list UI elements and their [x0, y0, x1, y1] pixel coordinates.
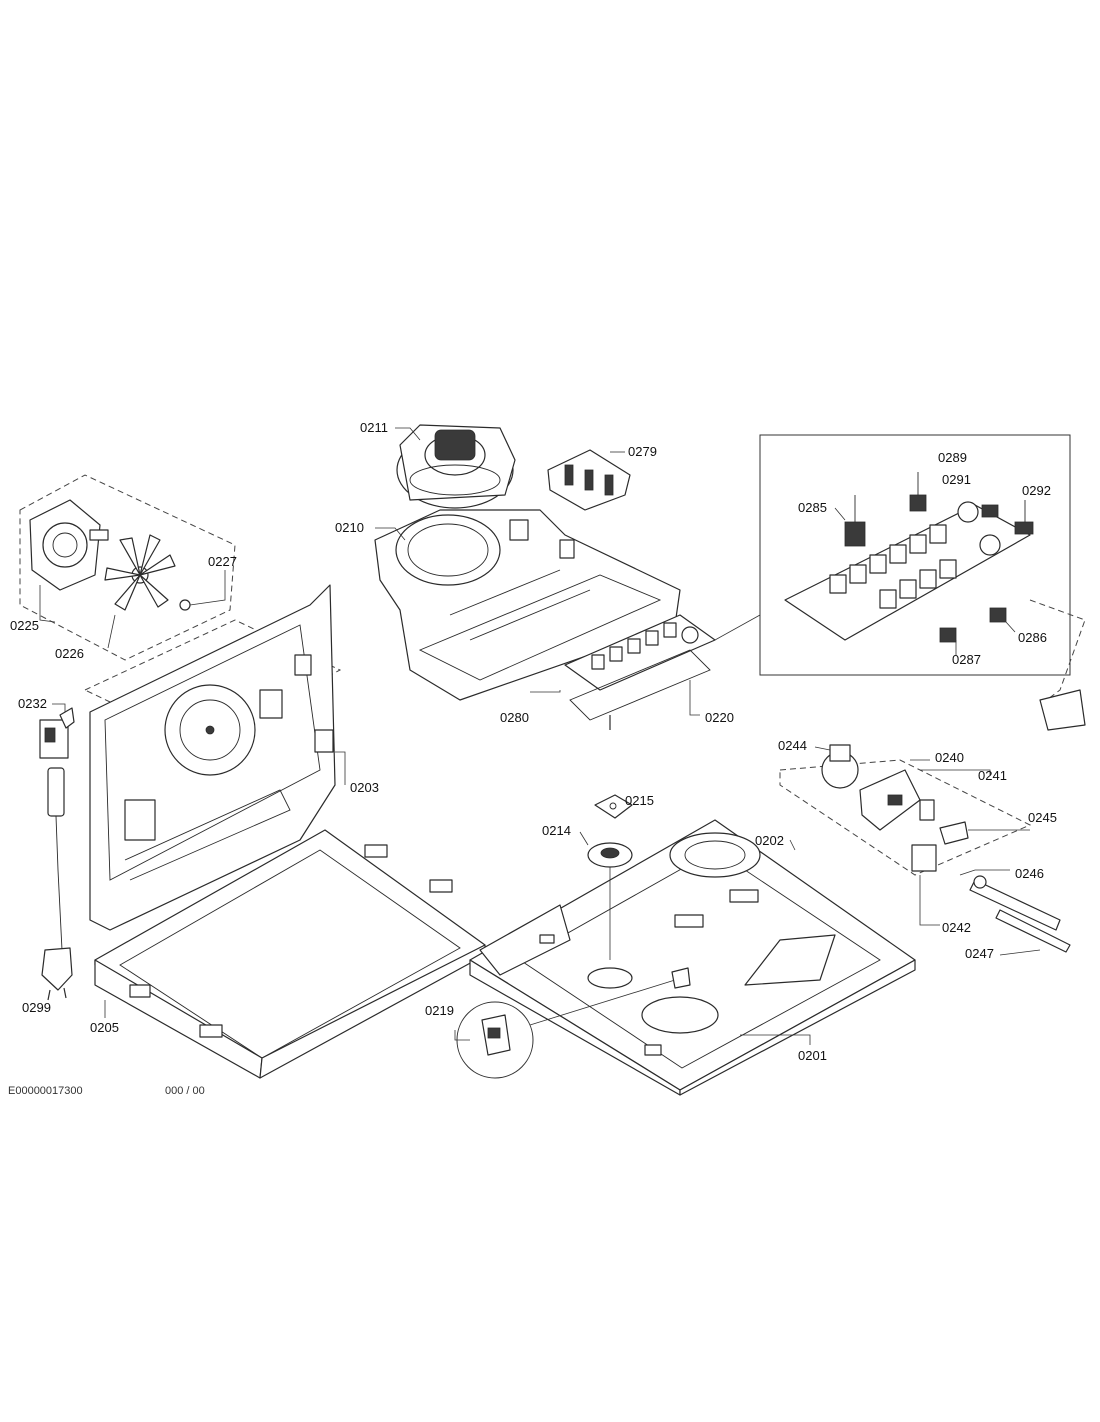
- base-tray: [94, 829, 486, 1079]
- hinge-parts: [959, 869, 1071, 956]
- callout-labels: 0211 0210 0279 0280 0220 0225 0226 0227 …: [10, 420, 1057, 1063]
- label-0247: 0247: [965, 946, 994, 961]
- footer-code: E00000017300: [8, 1085, 83, 1097]
- fan-motor: [29, 499, 109, 591]
- label-0219: 0219: [425, 1003, 454, 1018]
- label-0285: 0285: [798, 500, 827, 515]
- pcb-detail-inset: [759, 434, 1086, 731]
- label-0299: 0299: [22, 1000, 51, 1015]
- label-0202: 0202: [755, 833, 784, 848]
- label-0242: 0242: [942, 920, 971, 935]
- fan-hub: [579, 831, 633, 960]
- label-0287: 0287: [952, 652, 981, 667]
- control-board: [530, 614, 761, 730]
- label-0203: 0203: [350, 780, 379, 795]
- power-cord: [41, 767, 73, 1001]
- cavity-base: [469, 819, 916, 1096]
- label-0245: 0245: [1028, 810, 1057, 825]
- label-0210: 0210: [335, 520, 364, 535]
- label-0240: 0240: [935, 750, 964, 765]
- label-0227: 0227: [208, 554, 237, 569]
- label-0244: 0244: [778, 738, 807, 753]
- label-0246: 0246: [1015, 866, 1044, 881]
- label-0232: 0232: [18, 696, 47, 711]
- label-0214: 0214: [542, 823, 571, 838]
- label-0292: 0292: [1022, 483, 1051, 498]
- label-0226: 0226: [55, 646, 84, 661]
- thermostat-group: [779, 744, 1032, 926]
- motor-0244: [814, 744, 859, 789]
- footer-page: 000 / 00: [165, 1085, 205, 1097]
- label-0201: 0201: [798, 1048, 827, 1063]
- door-switch: [39, 703, 75, 759]
- blower-motor: [395, 424, 516, 509]
- label-0280: 0280: [500, 710, 529, 725]
- label-0279: 0279: [628, 444, 657, 459]
- fan-motor-group: [19, 474, 236, 661]
- label-0215: 0215: [625, 793, 654, 808]
- label-0286: 0286: [1018, 630, 1047, 645]
- footer-reference: E00000017300 000 / 00: [8, 1085, 205, 1097]
- label-0211: 0211: [360, 420, 388, 435]
- label-0220: 0220: [705, 710, 734, 725]
- label-0291: 0291: [942, 472, 971, 487]
- label-0289: 0289: [938, 450, 967, 465]
- nut: [179, 599, 191, 611]
- clip-0215: [594, 794, 633, 819]
- label-0205: 0205: [90, 1020, 119, 1035]
- fan-blade: [104, 534, 176, 611]
- sensor-detail-circle: [454, 967, 691, 1079]
- label-0241: 0241: [978, 768, 1007, 783]
- rear-panel: [83, 584, 346, 931]
- terminal-block: [547, 449, 631, 511]
- label-0225: 0225: [10, 618, 39, 633]
